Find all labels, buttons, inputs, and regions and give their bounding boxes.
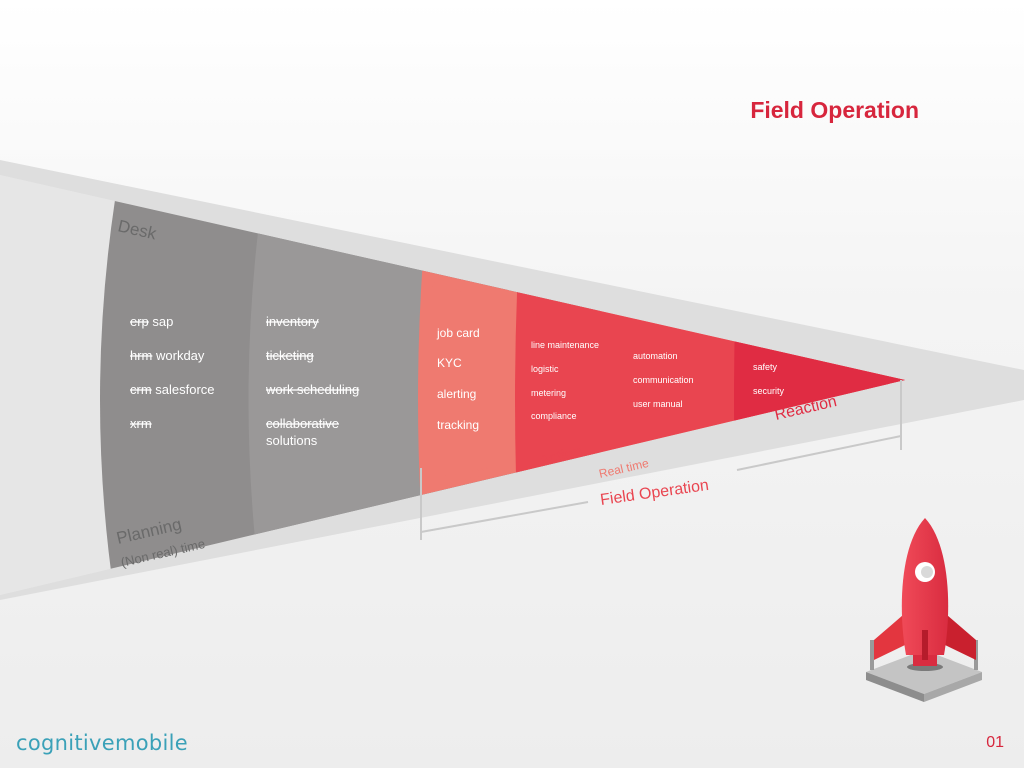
rocket-icon	[866, 518, 982, 702]
desk-item-hrm: hrm workday	[130, 348, 205, 363]
action-item: line maintenance	[531, 340, 599, 350]
desk-item-inventory: inventory	[266, 314, 319, 329]
page-number: 01	[986, 734, 1004, 751]
action-item: metering	[531, 388, 566, 398]
desk-col1: erp sap hrm workday crm salesforce xrm	[130, 314, 215, 431]
action2-item: automation	[633, 351, 678, 361]
trigger-item: job card	[436, 326, 480, 340]
action-items: line maintenance logistic metering compl…	[531, 340, 599, 421]
desk-item-erp: erp sap	[130, 314, 173, 329]
reaction-items: safety security	[753, 362, 785, 396]
desk-item-crm-rest: salesforce	[152, 382, 215, 397]
action2-item: user manual	[633, 399, 683, 409]
trigger-item: alerting	[437, 387, 476, 401]
desk-item-erp-struck: erp	[130, 314, 149, 329]
trigger-item: KYC	[437, 356, 462, 370]
trigger-items: job card KYC alerting tracking	[436, 326, 480, 432]
desk-item-crm-struck: crm	[130, 382, 152, 397]
action2-item: communication	[633, 375, 694, 385]
desk-item-solutions: solutions	[266, 433, 318, 448]
desk-item-work-scheduling: work scheduling	[265, 382, 359, 397]
action-item: logistic	[531, 364, 559, 374]
reaction-item: safety	[753, 362, 778, 372]
field-operation-bracket	[420, 380, 902, 540]
action2-items: automation communication user manual	[633, 351, 694, 409]
desk-item-xrm-struck: xrm	[130, 416, 152, 431]
desk-item-hrm-rest: workday	[152, 348, 205, 363]
page-title: Field Operation	[750, 97, 919, 123]
desk-item-hrm-struck: hrm	[130, 348, 152, 363]
desk-item-crm: crm salesforce	[130, 382, 215, 397]
desk-item-collaborative: collaborative	[266, 416, 339, 431]
action-item: compliance	[531, 411, 577, 421]
trigger-item: tracking	[437, 418, 479, 432]
field-operation-label: Field Operation	[599, 477, 710, 509]
reaction-item: security	[753, 386, 785, 396]
desk-item-ticketing: ticketing	[266, 348, 314, 363]
brand-logo: cognitivemobile	[16, 731, 189, 755]
desk-item-xrm: xrm	[130, 416, 152, 431]
desk-item-erp-rest: sap	[149, 314, 174, 329]
desk-col2: inventory ticketing work scheduling coll…	[265, 314, 359, 431]
